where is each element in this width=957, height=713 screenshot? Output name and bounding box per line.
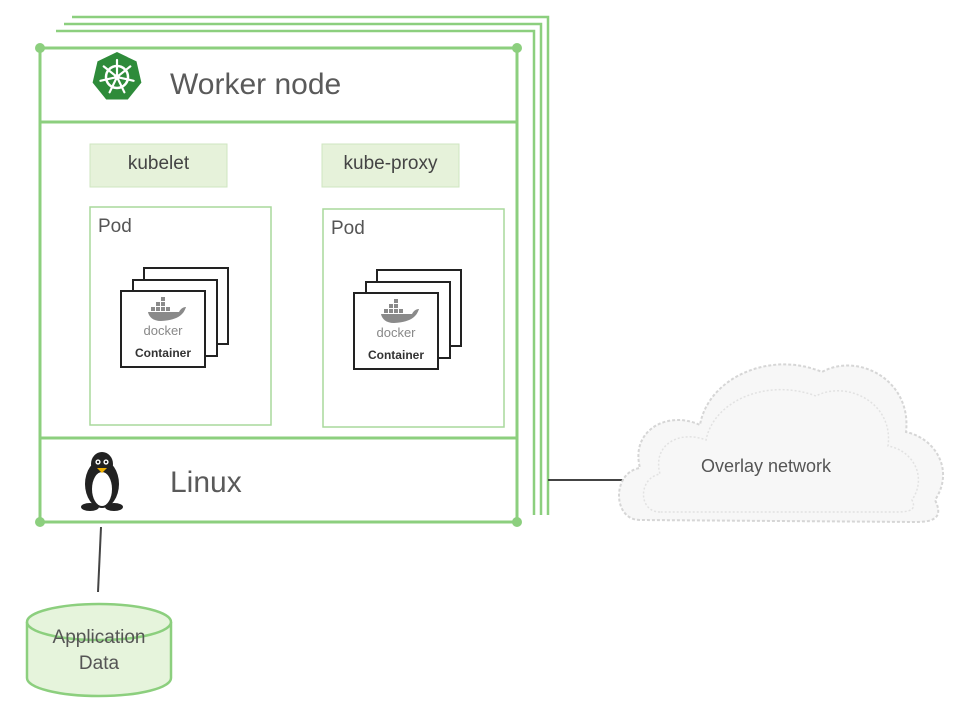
overlay-network-label: Overlay network [701, 456, 832, 476]
docker-icon [381, 299, 419, 323]
kubelet-box [89, 143, 228, 188]
kubernetes-icon [92, 52, 142, 100]
container-label: Container [367, 348, 424, 362]
application-data-cylinder [25, 602, 173, 698]
worker-node-stack [56, 15, 550, 515]
storage-connector [97, 526, 102, 593]
container-label: Container [134, 346, 191, 360]
docker-wordmark: docker [143, 323, 183, 338]
application-data-label: Application Data [52, 627, 146, 674]
pod-label: Pod [331, 218, 365, 239]
docker-wordmark: docker [376, 325, 416, 340]
linux-label: Linux [170, 466, 242, 499]
worker-node-title: Worker node [170, 68, 342, 101]
docker-icon [148, 297, 186, 321]
kube-proxy-label: kube-proxy [343, 153, 438, 174]
pod-label: Pod [98, 216, 132, 237]
overlay-network-cloud [618, 363, 945, 524]
kubelet-label: kubelet [127, 153, 190, 174]
linux-penguin-icon [81, 452, 123, 511]
pod-box-1 [89, 206, 272, 426]
kube-proxy-box [321, 143, 460, 188]
pod-box-2 [322, 208, 505, 428]
